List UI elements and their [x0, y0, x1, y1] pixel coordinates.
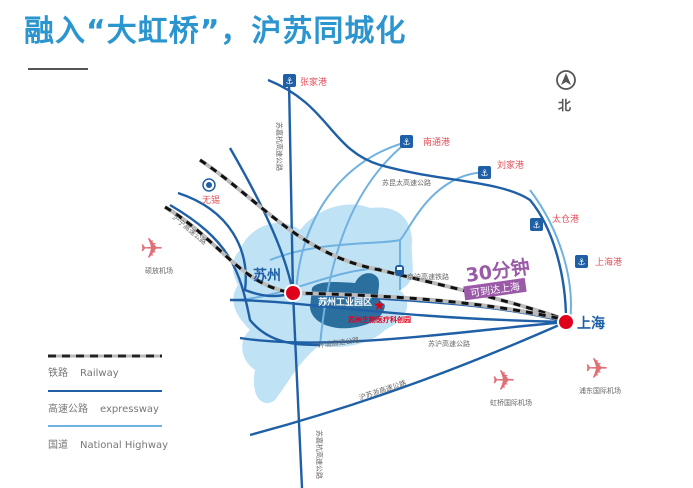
- anchor-icon: [478, 166, 491, 179]
- airport-shuofang: ✈ 硕放机场: [140, 232, 173, 275]
- site-label: 苏州生物医疗科创园: [348, 315, 411, 324]
- road-label: 苏嘉杭高速公路: [275, 122, 284, 171]
- legend-item-expressway: 高速公路 expressway: [48, 400, 171, 415]
- airplane-icon: ✈: [140, 232, 163, 265]
- svg-text:⚓: ⚓: [480, 169, 488, 179]
- svg-text:⚓: ⚓: [577, 258, 585, 268]
- road-label: 京沪高速铁路: [407, 272, 449, 281]
- park-label: 苏州工业园区: [318, 296, 372, 308]
- anchor-icon: [400, 135, 413, 148]
- legend-en: National Highway: [80, 440, 169, 451]
- road-label: 沪苏浙高速公路: [358, 378, 407, 402]
- port-liujiagang: ⚓ 刘家港: [478, 159, 524, 179]
- port-label: 南通港: [423, 136, 450, 148]
- legend-en: Railway: [80, 368, 119, 379]
- legend-en: expressway: [100, 404, 159, 415]
- port-label: 刘家港: [497, 159, 524, 171]
- promo-badge: 30分钟 可到达上海: [463, 255, 531, 301]
- north-arrow-icon: [556, 70, 576, 90]
- legend-item-highway: 国道 National Highway: [48, 436, 180, 451]
- port-zhangjiagang: ⚓ 张家港: [283, 74, 327, 88]
- shanghai-dot: [557, 313, 575, 331]
- road-label: 苏嘉杭高速公路: [315, 430, 324, 479]
- port-label: 太仓港: [552, 213, 579, 225]
- anchor-icon: [530, 218, 543, 231]
- wuxi-label: 无锡: [202, 195, 220, 206]
- port-label: 张家港: [300, 76, 327, 88]
- compass-label: 北: [558, 99, 571, 114]
- airplane-icon: ✈: [492, 364, 515, 397]
- airport-label: 虹桥国际机场: [490, 398, 532, 407]
- suzhou-dot: [284, 284, 302, 302]
- railways: [163, 158, 567, 322]
- airport-hongqiao: ✈ 虹桥国际机场: [490, 364, 532, 407]
- airport-label: 硕放机场: [145, 266, 173, 275]
- airport-label: 浦东国际机场: [579, 386, 621, 395]
- shanghai-label: 上海: [577, 315, 605, 332]
- port-taicang: ⚓ 太仓港: [530, 213, 579, 231]
- road-label: 苏沪高速公路: [428, 339, 470, 348]
- suzhou-label: 苏州: [253, 267, 281, 284]
- road-label: 苏昆太高速公路: [382, 178, 431, 187]
- port-label: 上海港: [595, 256, 622, 268]
- svg-text:⚓: ⚓: [285, 77, 293, 87]
- svg-text:⚓: ⚓: [402, 138, 410, 148]
- port-nantong: ⚓ 南通港: [400, 135, 450, 148]
- title-underline: [28, 68, 88, 70]
- wuxi-marker: [202, 178, 216, 192]
- legend-cn: 铁路: [48, 368, 68, 379]
- port-shanghai: ⚓ 上海港: [575, 255, 622, 268]
- page-title: 融入“大虹桥”，沪苏同城化: [24, 14, 407, 49]
- star-icon: ★: [373, 298, 386, 314]
- anchor-icon: [283, 74, 296, 87]
- svg-text:⚓: ⚓: [532, 221, 540, 231]
- airplane-icon: ✈: [585, 352, 608, 385]
- legend-cn: 高速公路: [48, 404, 88, 415]
- airport-pudong: ✈ 浦东国际机场: [579, 352, 621, 395]
- train-icon: [395, 265, 404, 276]
- anchor-icon: [575, 255, 588, 268]
- legend-item-railway: 铁路 Railway: [48, 364, 131, 379]
- compass: 北: [556, 70, 576, 114]
- legend-cn: 国道: [48, 440, 68, 451]
